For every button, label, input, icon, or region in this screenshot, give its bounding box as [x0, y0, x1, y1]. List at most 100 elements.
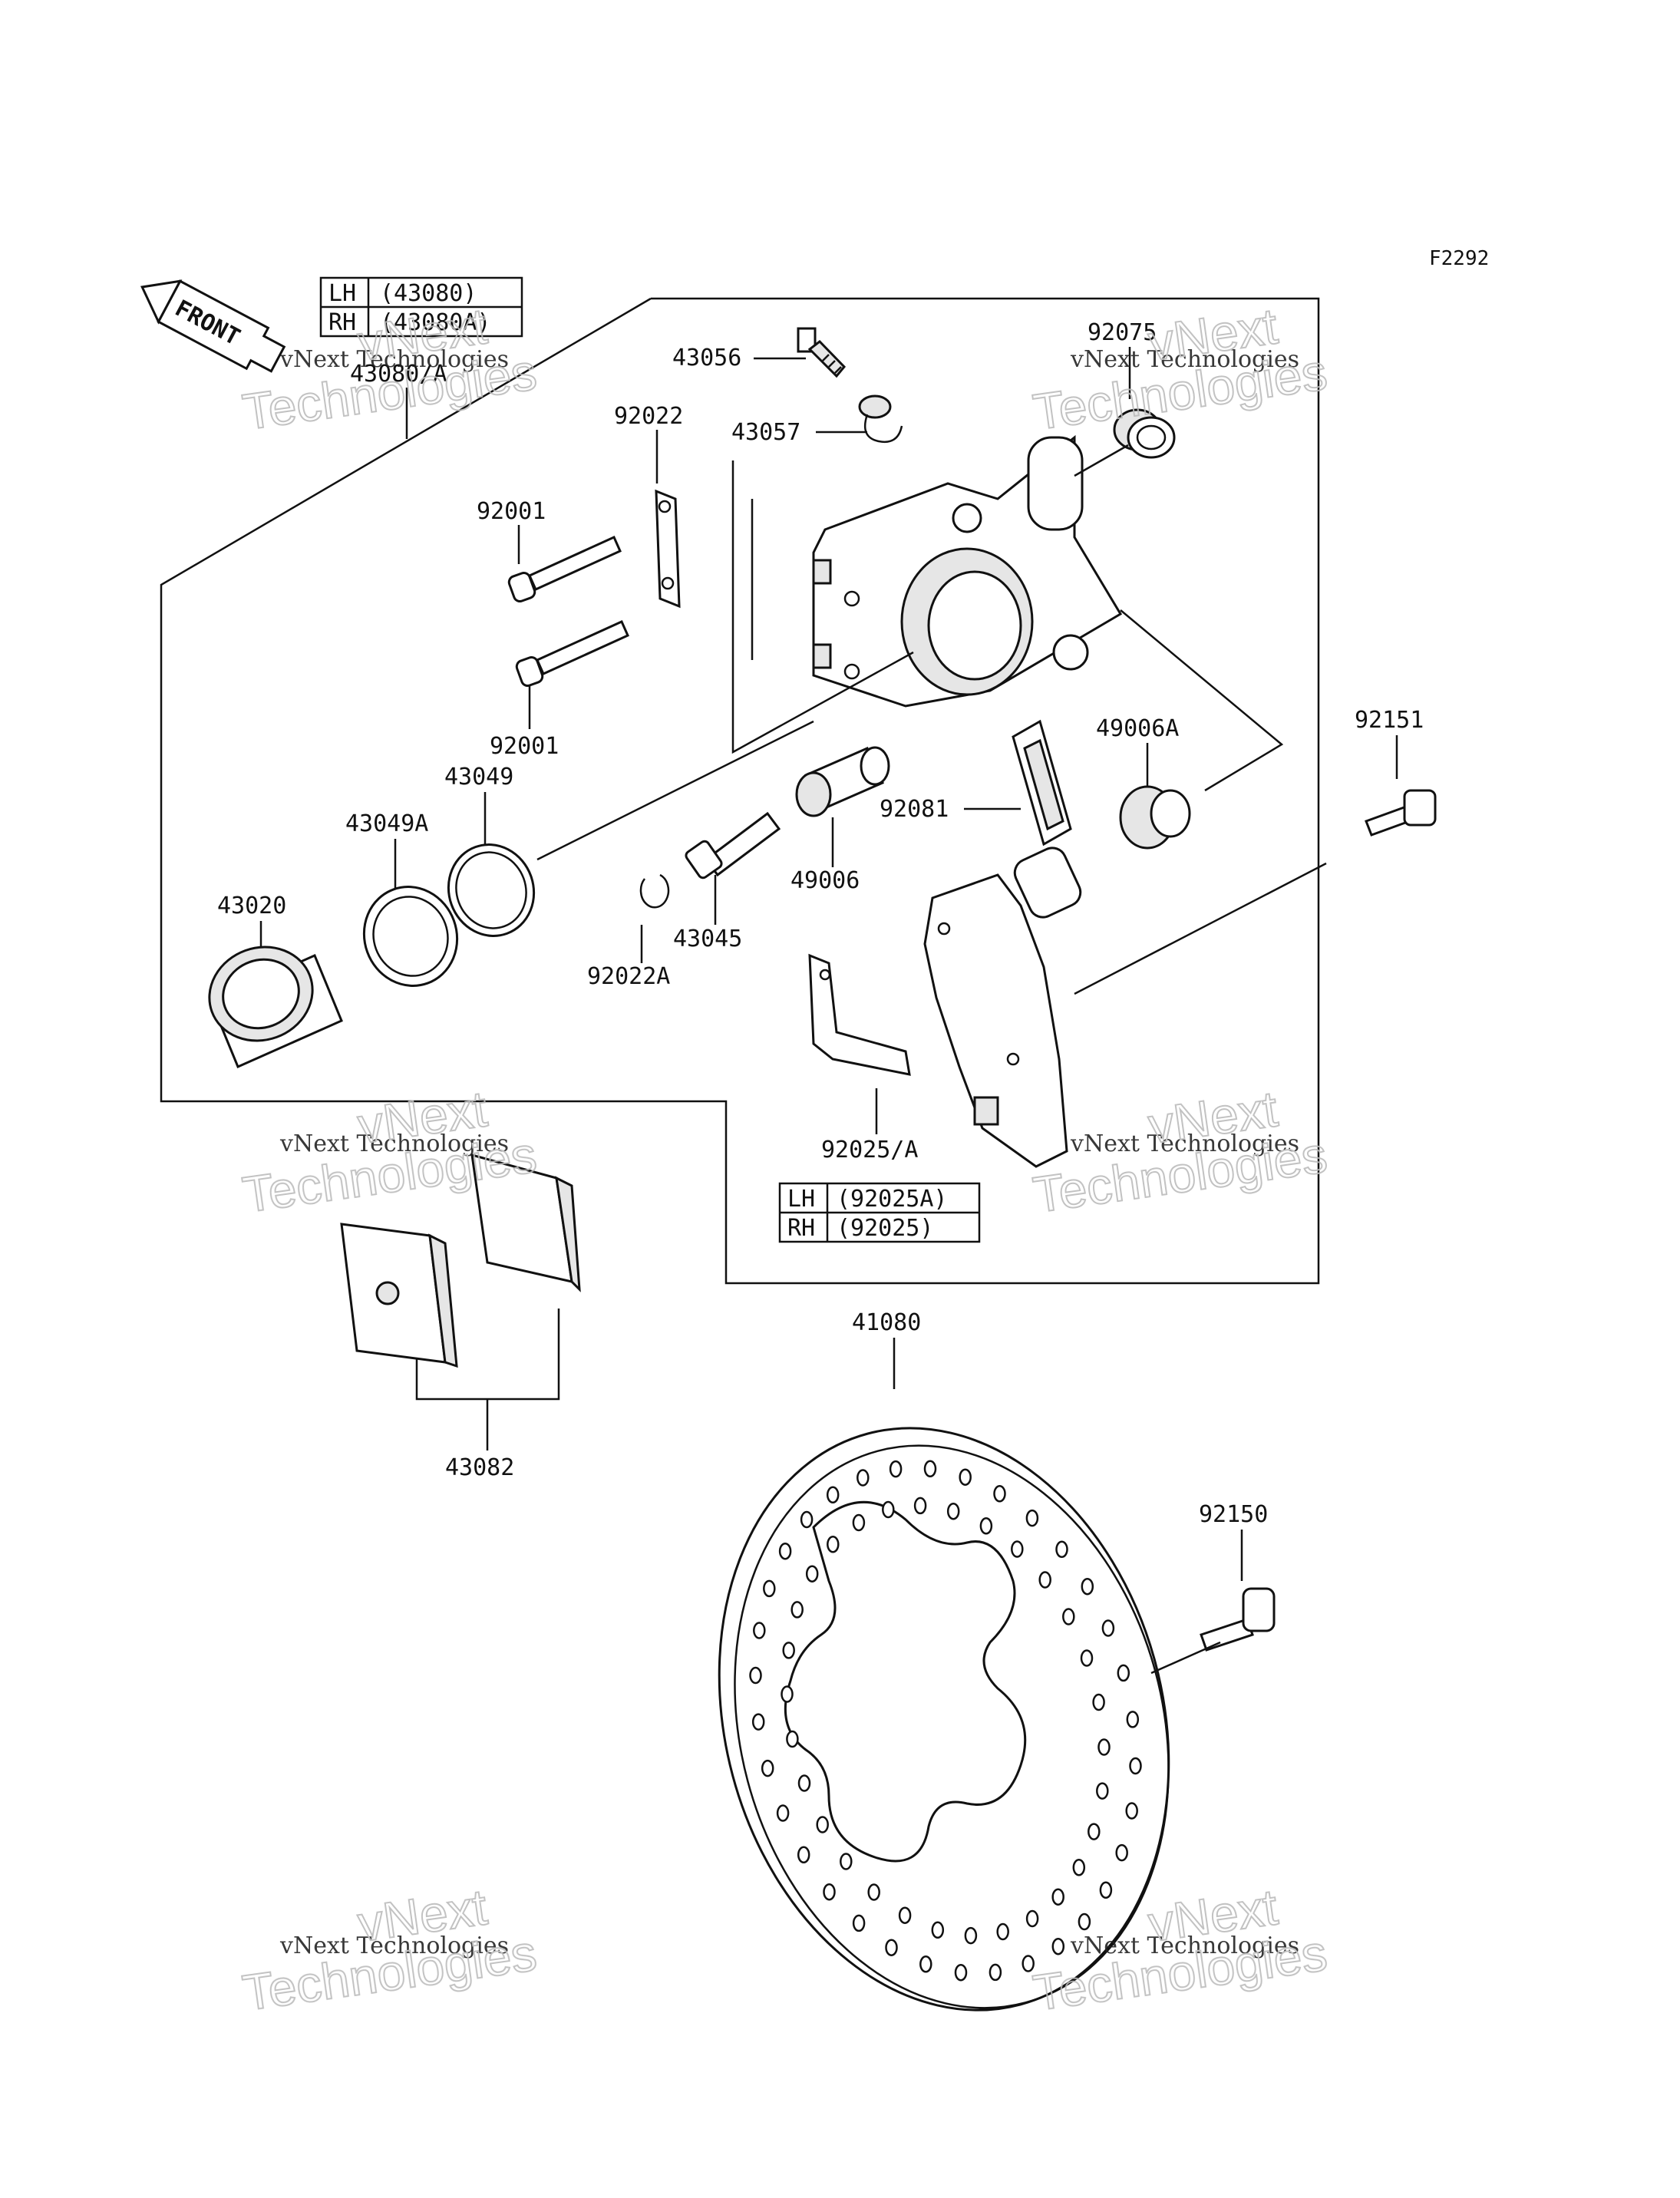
disc-hole — [852, 1914, 866, 1932]
disc-hole — [1088, 1823, 1101, 1840]
label-43057: 43057 — [731, 419, 800, 446]
disc-hole — [1078, 1913, 1091, 1931]
disc-hole — [1126, 1711, 1140, 1728]
caliper-lh-side: LH — [328, 280, 356, 307]
caliper-bracket-part — [923, 847, 1082, 1168]
bracket-lh-part: (92025A) — [837, 1186, 948, 1213]
disc-hole — [882, 1500, 895, 1519]
disc-hole — [797, 1774, 811, 1792]
disc-hole — [827, 1536, 840, 1553]
disc-hole — [954, 1963, 968, 1982]
caliper-body-part — [812, 434, 1123, 708]
caliper-pin-49006-part — [795, 746, 890, 817]
disc-hole — [867, 1883, 880, 1901]
front-arrow-icon: FRONT — [140, 279, 286, 373]
disc-hole — [979, 1517, 993, 1535]
disc-hole — [857, 1469, 870, 1487]
disc-hole — [1055, 1540, 1068, 1559]
disc-hole — [1025, 1909, 1039, 1928]
caliper-rh-part: (43080A) — [380, 309, 491, 336]
disc-hole — [898, 1906, 912, 1924]
disc-hole — [919, 1955, 932, 1973]
label-49006A: 49006A — [1096, 715, 1179, 742]
pad-spring-92081-part — [1012, 719, 1072, 847]
disc-hole — [823, 1883, 836, 1901]
label-43082: 43082 — [445, 1454, 514, 1481]
label-43045: 43045 — [673, 926, 742, 952]
disc-hole — [889, 1460, 903, 1478]
caliper-lh-part: (43080) — [380, 280, 477, 307]
bolt-92151-part — [1365, 789, 1437, 837]
disc-hole — [959, 1468, 972, 1486]
svg-text:vNext Technologies: vNext Technologies — [1070, 1932, 1299, 1959]
label-92151: 92151 — [1355, 707, 1424, 734]
pad-spring-plate-part — [655, 489, 681, 609]
label-43020: 43020 — [217, 893, 286, 919]
label-41080: 41080 — [852, 1309, 921, 1336]
disc-hole — [776, 1804, 790, 1822]
disc-hole — [1038, 1571, 1051, 1589]
disc-hole — [778, 1542, 792, 1560]
figure-code: F2292 — [1429, 247, 1489, 270]
disc-hole — [1081, 1577, 1094, 1596]
label-92150: 92150 — [1199, 1501, 1268, 1528]
disc-hole — [826, 1486, 840, 1504]
disc-hole — [1099, 1881, 1113, 1899]
bracket-rh-part: (92025) — [837, 1215, 933, 1242]
disc-hole — [1080, 1649, 1094, 1667]
disc-hole — [1125, 1802, 1138, 1820]
disc-hole — [1097, 1738, 1111, 1756]
disc-hole — [753, 1622, 766, 1639]
disc-hole — [946, 1502, 960, 1520]
disc-hole — [923, 1460, 937, 1478]
disc-hole — [913, 1497, 927, 1515]
disc-hole — [931, 1921, 945, 1939]
pin-boot-49006A-part — [1119, 785, 1191, 850]
disc-hole — [852, 1513, 866, 1532]
disc-hole — [1011, 1540, 1024, 1558]
label-92075: 92075 — [1088, 319, 1157, 346]
label-49006: 49006 — [790, 867, 860, 894]
seal-43049-part — [447, 843, 536, 937]
bracket-plate-part — [808, 953, 911, 1076]
label-43080A: 43080/A — [350, 361, 447, 388]
caliper-side-table: LH (43080) RH (43080A) — [319, 276, 523, 338]
disc-hole — [1051, 1888, 1064, 1906]
disc-hole — [751, 1713, 765, 1731]
disc-hole — [790, 1601, 804, 1619]
disc-hole — [763, 1579, 776, 1598]
seal-43049A-part — [362, 886, 459, 987]
bleeder-valve-part — [797, 327, 847, 378]
disc-hole — [805, 1565, 819, 1582]
dust-seal-92075-part — [1113, 408, 1176, 459]
bracket-rh-side: RH — [787, 1215, 815, 1242]
brake-pads-part — [340, 1153, 581, 1368]
disc-hole — [781, 1685, 794, 1703]
piston-43020-part — [208, 946, 343, 1068]
label-43049A: 43049A — [345, 810, 428, 837]
bolt-92001-bottom-part — [515, 620, 629, 688]
label-43056: 43056 — [672, 345, 741, 371]
disc-hole — [1101, 1619, 1115, 1637]
disc-hole — [816, 1816, 829, 1833]
caliper-rh-side: RH — [328, 309, 356, 336]
bleeder-cap-part — [858, 394, 903, 444]
label-92025A: 92025/A — [821, 1137, 918, 1163]
bolt-92150-part — [1200, 1587, 1276, 1652]
svg-text:vNext Technologies: vNext Technologies — [279, 346, 509, 373]
disc-hole — [761, 1759, 774, 1777]
disc-hole — [1062, 1608, 1075, 1625]
label-92022: 92022 — [614, 403, 683, 430]
disc-hole — [786, 1730, 799, 1748]
disc-hole — [1117, 1664, 1130, 1682]
pin-43045-part — [685, 811, 781, 880]
label-92081: 92081 — [880, 796, 949, 823]
label-92001-bottom: 92001 — [490, 733, 559, 760]
disc-hole — [996, 1922, 1009, 1941]
caliper-assembly-outline — [160, 297, 1320, 1285]
svg-text:vNext Technologies: vNext Technologies — [279, 1932, 509, 1959]
svg-text:vNext Technologies: vNext Technologies — [279, 1130, 509, 1157]
disc-hole — [989, 1963, 1002, 1982]
disc-hole — [1022, 1955, 1035, 1972]
